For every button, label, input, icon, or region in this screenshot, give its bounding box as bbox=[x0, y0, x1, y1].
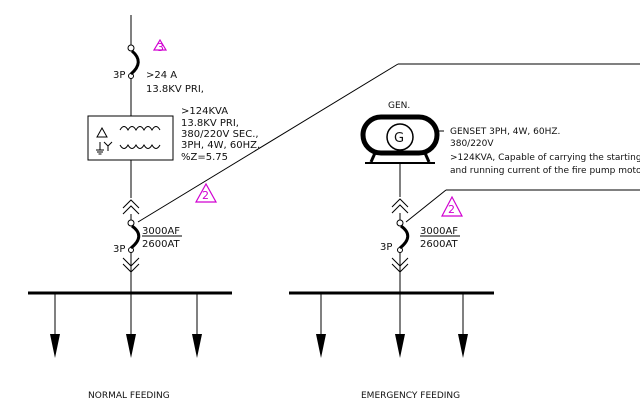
revision-number: 2 bbox=[448, 203, 455, 216]
transformer-spec-4: 3PH, 4W, 60HZ. bbox=[181, 140, 260, 151]
feeder-arrow-icon bbox=[395, 334, 405, 358]
generator-icon: G bbox=[360, 114, 444, 164]
normal-feeding-caption: NORMAL FEEDING bbox=[88, 391, 170, 401]
emergency-feeding-caption: EMERGENCY FEEDING bbox=[361, 391, 460, 401]
breaker-arc-icon bbox=[130, 224, 141, 250]
breaker-voltage: 13.8KV PRI, bbox=[146, 84, 204, 95]
breaker-frame: 3000AF bbox=[420, 226, 458, 237]
feeder-arrow-icon bbox=[316, 334, 326, 358]
secondary-coil-icon bbox=[119, 143, 161, 149]
feeder-arrows-normal bbox=[50, 293, 202, 358]
primary-breaker: 3 3P >24 A 13.8KV PRI, bbox=[113, 38, 204, 95]
breaker-rating: >24 A bbox=[146, 70, 177, 81]
breaker-pole-label: 3P bbox=[113, 70, 125, 81]
transformer-box bbox=[87, 115, 174, 161]
breaker-trip: 2600AT bbox=[420, 239, 459, 250]
delta-winding-icon bbox=[96, 126, 108, 138]
feeder-arrow-icon bbox=[50, 334, 60, 358]
genset-spec-3: >124KVA, Capable of carrying the startin… bbox=[450, 153, 640, 163]
emergency-feeding-section: GEN. G GENSET 3PH, 4W, 60HZ. 380/220V >1… bbox=[289, 101, 640, 401]
main-breaker-emergency: 3000AF 2600AT 3P bbox=[380, 213, 460, 253]
generator-symbol: G bbox=[394, 131, 404, 146]
feeder-arrow-icon bbox=[458, 334, 468, 358]
generator-label: GEN. bbox=[388, 101, 410, 111]
revision-triangle-icon bbox=[194, 182, 218, 203]
transformer-spec-1: >124KVA bbox=[181, 106, 228, 117]
drawout-connector-top-icon bbox=[391, 198, 409, 214]
wye-ground-icon bbox=[96, 141, 113, 155]
breaker-contact-icon bbox=[127, 44, 135, 52]
drawout-connector-top-icon bbox=[122, 199, 140, 215]
revision-triangle-icon bbox=[152, 38, 168, 51]
feeder-arrows-emergency bbox=[316, 293, 468, 358]
breaker-pole-label: 3P bbox=[113, 244, 125, 255]
revision-leader: 2 bbox=[405, 189, 640, 223]
breaker-arc-icon bbox=[129, 49, 140, 76]
genset-spec-4: and running current of the fire pump mot… bbox=[450, 166, 640, 176]
revision-number: 3 bbox=[157, 41, 164, 54]
genset-spec-2: 380/220V bbox=[450, 139, 494, 149]
revision-leader: 2 bbox=[137, 63, 640, 223]
revision-triangle-icon bbox=[441, 195, 463, 217]
breaker-trip: 2600AT bbox=[142, 239, 181, 250]
transformer-spec-2: 13.8KV PRI, bbox=[181, 118, 239, 129]
main-breaker-normal: 3000AF 2600AT 3P bbox=[113, 214, 182, 255]
transformer-spec-5: %Z=5.75 bbox=[181, 152, 228, 163]
transformer: >124KVA 13.8KV PRI, 380/220V SEC., 3PH, … bbox=[87, 106, 260, 163]
breaker-frame: 3000AF bbox=[142, 226, 180, 237]
normal-feeding-section: 3 3P >24 A 13.8KV PRI, >124K bbox=[28, 15, 640, 401]
feeder-arrow-icon bbox=[126, 334, 136, 358]
primary-coil-icon bbox=[119, 126, 161, 132]
breaker-pole-label: 3P bbox=[380, 242, 392, 253]
transformer-spec-3: 380/220V SEC., bbox=[181, 129, 259, 140]
breaker-arc-icon bbox=[399, 224, 410, 250]
revision-number: 2 bbox=[202, 189, 209, 202]
genset-spec-1: GENSET 3PH, 4W, 60HZ. bbox=[450, 127, 560, 137]
feeder-arrow-icon bbox=[192, 334, 202, 358]
